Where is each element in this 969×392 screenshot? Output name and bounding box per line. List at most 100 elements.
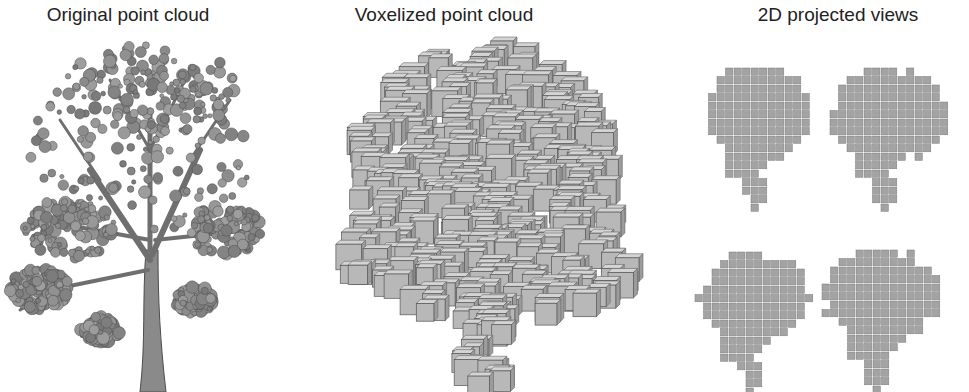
leaf-points	[123, 106, 130, 113]
leaf-points	[16, 298, 21, 303]
leaf-points	[186, 281, 198, 293]
leaf-points	[244, 175, 249, 180]
voxel-top	[492, 66, 520, 70]
voxel-top	[540, 61, 566, 65]
leaf-points	[76, 203, 80, 207]
voxel-top	[442, 78, 468, 82]
leaf-points	[111, 120, 119, 128]
leaf-points	[206, 65, 215, 74]
leaf-points	[160, 94, 164, 98]
leaf-points	[32, 267, 40, 275]
voxel-top	[381, 79, 409, 83]
leaf-points	[60, 174, 64, 178]
voxel-top	[363, 245, 391, 249]
leaf-points	[204, 215, 210, 221]
voxel-top	[486, 140, 513, 144]
leaf-points	[174, 88, 180, 94]
voxel-top	[488, 197, 514, 201]
leaf-points	[39, 141, 51, 153]
voxel-top	[451, 184, 479, 188]
voxel-top	[615, 254, 643, 258]
leaf-points	[201, 102, 205, 106]
leaf-points	[173, 166, 183, 176]
leaf-points	[227, 73, 237, 83]
leaf-points	[53, 88, 62, 97]
leaf-points	[227, 206, 234, 213]
leaf-points	[90, 246, 95, 251]
voxel-top	[393, 170, 419, 174]
leaf-points	[228, 245, 240, 257]
leaf-points	[67, 105, 75, 113]
leaf-points	[86, 249, 90, 253]
leaf-points	[118, 84, 122, 88]
leaf-points	[46, 270, 58, 282]
leaf-points	[106, 224, 118, 236]
leaf-points	[206, 294, 216, 304]
leaf-points	[213, 99, 223, 109]
voxel-side	[368, 261, 372, 284]
leaf-points	[95, 247, 102, 254]
voxel-top	[592, 176, 620, 180]
voxel-top	[486, 154, 516, 158]
leaf-points	[73, 83, 80, 90]
voxel-cloud	[336, 37, 643, 392]
leaf-points	[212, 87, 218, 93]
leaf-points	[215, 57, 226, 68]
leaf-points	[213, 109, 225, 121]
leaf-points	[135, 47, 146, 58]
leaf-points	[133, 90, 138, 95]
leaf-points	[194, 107, 202, 115]
leaf-points	[4, 285, 16, 297]
voxel-top	[553, 72, 581, 76]
leaf-points	[25, 302, 38, 315]
voxel-side	[427, 90, 431, 118]
leaf-points	[192, 311, 197, 316]
branch	[90, 170, 150, 260]
voxel-top	[442, 113, 469, 117]
voxel-top	[442, 204, 468, 208]
voxel-top	[488, 192, 517, 196]
leaf-points	[97, 77, 103, 83]
voxel-top	[455, 187, 483, 191]
leaf-points	[24, 301, 35, 312]
leaf-points	[230, 75, 237, 82]
leaf-points	[131, 67, 139, 75]
leaf-points	[161, 127, 170, 136]
leaf-points	[166, 147, 173, 154]
leaf-points	[192, 164, 202, 174]
voxel-top	[440, 248, 469, 252]
voxel-top	[512, 264, 539, 268]
voxel-top	[443, 108, 472, 112]
leaf-points	[48, 169, 56, 177]
voxel-top	[399, 63, 428, 67]
voxel-side	[402, 118, 406, 145]
leaf-points	[74, 250, 85, 261]
voxel-top	[377, 187, 406, 191]
voxel-top	[481, 183, 510, 187]
leaf-points	[75, 231, 85, 241]
voxel-top	[472, 47, 498, 51]
voxel	[348, 265, 367, 284]
leaf-points	[60, 248, 68, 256]
voxel-top	[384, 270, 412, 274]
leaf-points	[219, 94, 225, 100]
voxel-top	[565, 206, 594, 210]
voxel-side	[389, 133, 393, 154]
leaf-points	[51, 248, 61, 258]
voxel-top	[550, 140, 578, 144]
voxel-top	[474, 224, 502, 228]
leaf-points	[236, 166, 240, 170]
leaf-points	[144, 175, 153, 184]
leaf-points	[213, 206, 223, 216]
leaf-points	[98, 124, 107, 133]
leaf-points	[149, 196, 157, 204]
voxel-top	[373, 195, 400, 199]
leaf-points	[170, 190, 182, 202]
voxel-top	[451, 168, 478, 172]
leaf-points	[48, 238, 52, 242]
leaf-points	[127, 186, 134, 193]
leaf-points	[73, 65, 78, 70]
leaf-points	[139, 186, 152, 199]
voxel-top	[353, 216, 381, 220]
leaf-points	[183, 125, 192, 134]
